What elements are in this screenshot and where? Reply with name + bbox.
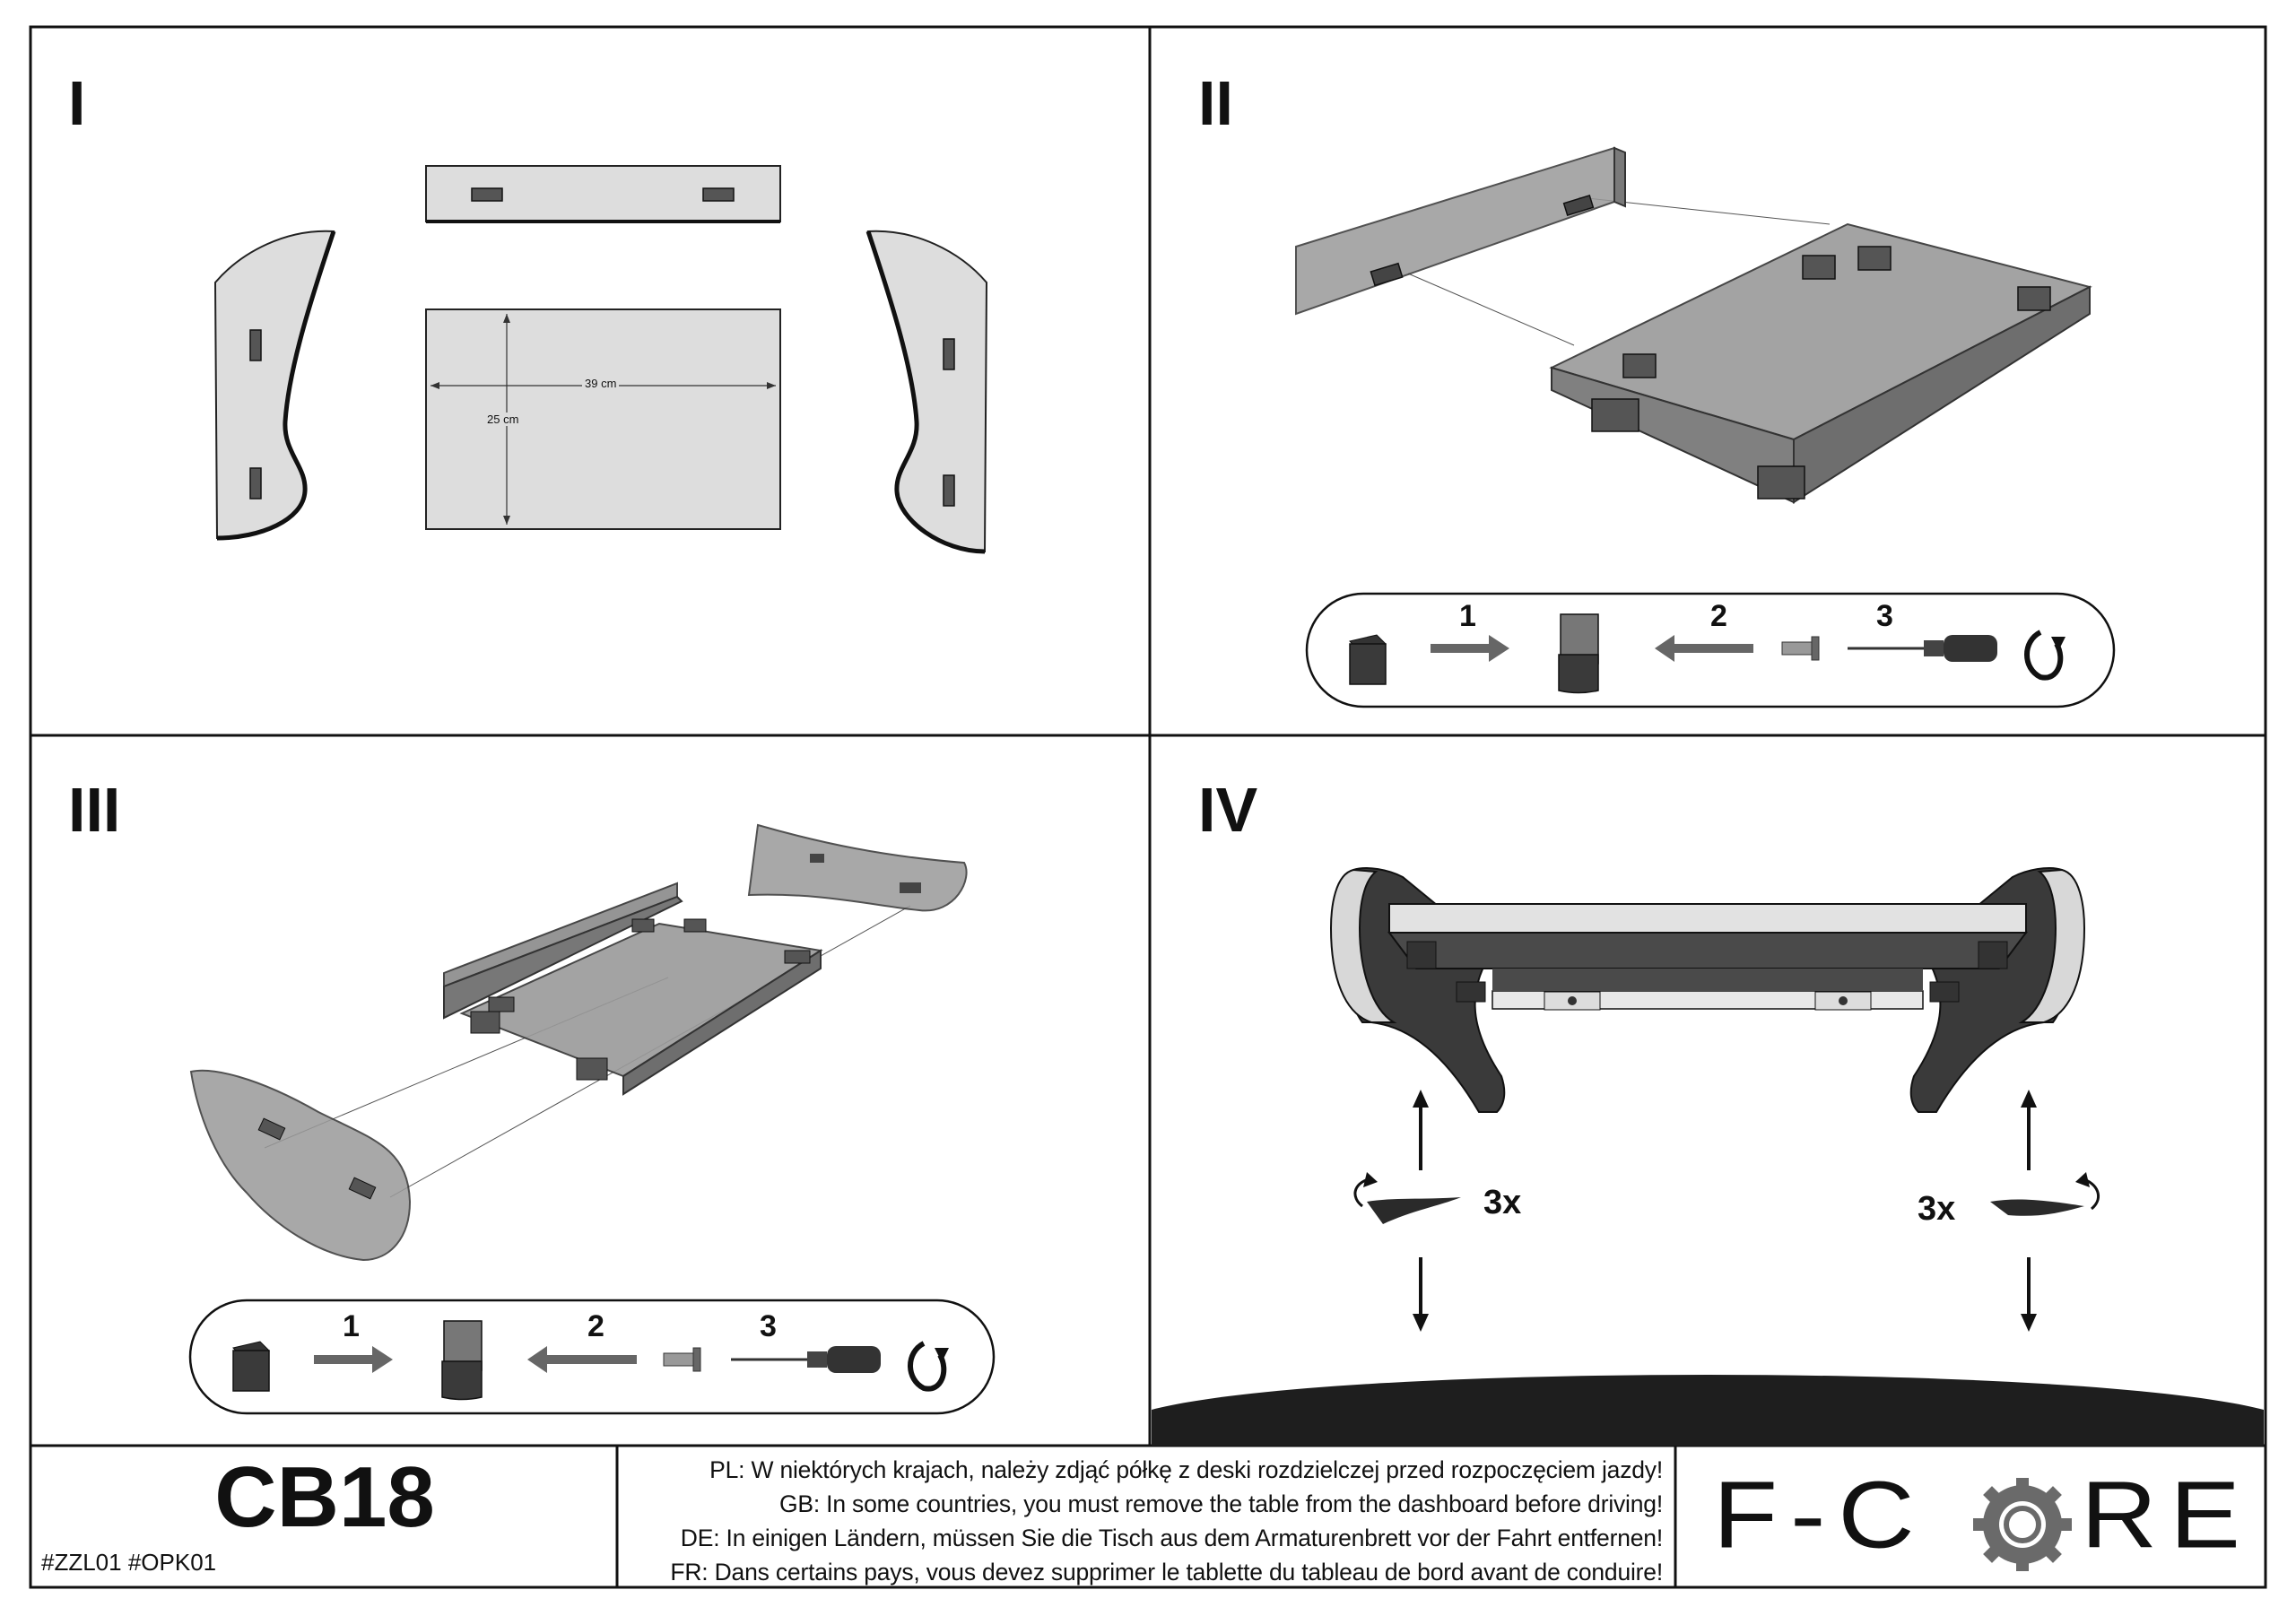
model-number: CB18 (214, 1449, 435, 1545)
rotation-count-left: 3x (1483, 1184, 1522, 1221)
note-de: DE: In einigen Ländern, müssen Sie die T… (680, 1525, 1663, 1551)
safety-notes: PL: W niektórych krajach, należy zdjąć p… (626, 1453, 1663, 1589)
step-1-label-panel-3: 1 (343, 1309, 360, 1343)
step-3-label-panel-3: 3 (760, 1309, 777, 1343)
brand-suffix: RE (2081, 1462, 2253, 1568)
step-2-label-panel-2: 2 (1710, 599, 1727, 633)
step-1-label-panel-2: 1 (1459, 599, 1476, 633)
panel-1-parts (213, 165, 988, 554)
note-gb: GB: In some countries, you must remove t… (778, 1490, 1663, 1517)
panel-3-assembly (189, 823, 968, 1262)
panel-2-assembly (1295, 146, 2092, 504)
note-pl: PL: W niektórych krajach, należy zdjąć p… (709, 1456, 1663, 1483)
brand-prefix: F-C (1713, 1462, 1927, 1568)
panel-numeral-4: IV (1198, 775, 1258, 845)
panel-4-mounting (1152, 867, 2264, 1446)
panel-numeral-3: III (68, 775, 121, 845)
panel-numeral-2: II (1198, 68, 1233, 138)
gear-icon (1973, 1478, 2072, 1571)
step-3-label-panel-2: 3 (1876, 599, 1893, 633)
panel-2-steps-bar (1305, 592, 2116, 708)
width-dimension-label: 39 cm (582, 377, 620, 390)
step-2-label-panel-3: 2 (587, 1309, 604, 1343)
panel-3-steps-bar (188, 1299, 996, 1415)
rotation-count-right: 3x (1918, 1190, 1956, 1228)
brand-logo: F-C RE (1713, 1462, 2242, 1571)
product-codes: #ZZL01 #OPK01 (41, 1549, 217, 1576)
panel-numeral-1: I (68, 68, 86, 138)
note-fr: FR: Dans certains pays, vous devez suppr… (670, 1559, 1663, 1586)
height-dimension-label: 25 cm (484, 413, 522, 426)
